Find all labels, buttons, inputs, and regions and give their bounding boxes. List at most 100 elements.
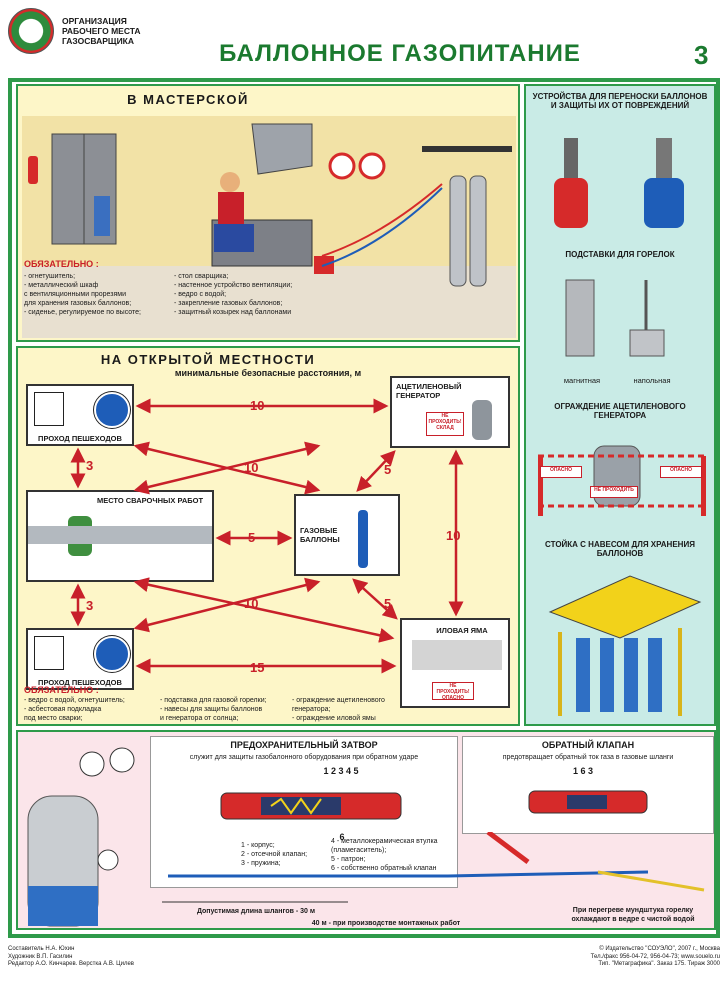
workshop-requirements: ОБЯЗАТЕЛЬНО : - огнетушитель; - металлич…	[24, 260, 522, 338]
requirement-item: - настенное устройство вентиляции;	[174, 282, 293, 289]
no-smoking-sign-icon	[358, 152, 386, 180]
footer-publisher: © Издательство "СОУЭЛО", 2007 г., Москва…	[520, 946, 720, 969]
stands-title: ПОДСТАВКИ ДЛЯ ГОРЕЛОК	[565, 250, 675, 259]
sludge-pit-box: ИЛОВАЯ ЯМА НЕ ПРОХОДИТЬ! ОПАСНО	[400, 618, 510, 708]
requirement-item: - закрепление газовых баллонов;	[174, 300, 283, 307]
hoses-and-torch-illustration	[162, 832, 705, 903]
legend-item: 4 - металлокерамическая втулка	[331, 838, 438, 845]
gauge-icon	[79, 751, 105, 777]
footer-credits: Составитель Н.А. Юхин Художник В.П. Гаси…	[8, 946, 308, 969]
fence-title: ОГРАЖДЕНИЕ АЦЕТИЛЕНОВОГО ГЕНЕРАТОРА	[554, 402, 686, 420]
footer-line: Художник В.П. Гасилин	[8, 953, 73, 960]
distance-label: 10	[446, 528, 461, 543]
requirements-heading: ОБЯЗАТЕЛЬНО :	[24, 259, 99, 269]
requirement-item: - огнетушитель;	[24, 273, 76, 280]
welding-place-box: МЕСТО СВАРОЧНЫХ РАБОТ	[26, 490, 214, 582]
torch-icon	[597, 870, 705, 892]
fence-sign: ОПАСНО	[540, 466, 582, 478]
poster-frame	[8, 78, 720, 938]
safety-valve-diagram	[220, 792, 402, 820]
distance-label: 5	[384, 462, 392, 477]
footer-line: Тел./факс 956-04-72, 956-04-73; www.soue…	[590, 953, 720, 960]
distance-label: 10	[250, 398, 265, 413]
pedestrian-box-top: ПРОХОД ПЕШЕХОДОВ	[26, 384, 134, 446]
bottom-panel: ПРЕДОХРАНИТЕЛЬНЫЙ ЗАТВОР служит для защи…	[16, 730, 716, 930]
cylinder-icon	[358, 510, 368, 568]
requirement-item: под место сварки;	[24, 715, 83, 722]
distance-label: 3	[86, 458, 94, 473]
gas-cylinders-caption: ГАЗОВЫЕ БАЛЛОНЫ	[300, 526, 340, 544]
distance-label: 15	[250, 660, 265, 675]
pit-warning-sign: НЕ ПРОХОДИТЬ! ОПАСНО	[432, 682, 474, 701]
legend-item: 6 - собственно обратный клапан	[331, 865, 437, 872]
page-title: БАЛЛОННОЕ ГАЗОПИТАНИЕ	[219, 40, 581, 67]
check-valve-box: ОБРАТНЫЙ КЛАПАН предотвращает обратный т…	[462, 736, 714, 834]
requirement-item: - ведро с водой, огнетушитель;	[24, 697, 125, 704]
legend-item: (пламегаситель);	[331, 847, 387, 854]
org-line: РАБОЧЕГО МЕСТА	[62, 26, 141, 36]
rack-title: СТОЙКА С НАВЕСОМ ДЛЯ ХРАНЕНИЯ БАЛЛОНОВ	[545, 540, 695, 558]
overheat-note: При перегреве мундштука горелку охлаждаю…	[571, 907, 695, 923]
workshop-panel: В МАСТЕРСКОЙ ОБЯЗАТЕЛЬНО : - огнетуш	[16, 84, 520, 342]
requirement-item: для хранения газовых баллонов;	[24, 300, 132, 307]
distance-label: 5	[248, 530, 256, 545]
footer-line: © Издательство "СОУЭЛО", 2007 г., Москва	[599, 946, 720, 952]
requirement-item: - подставка для газовой горелки;	[160, 697, 267, 704]
cylinders-regulators-illustration	[27, 747, 135, 927]
requirement-item: генератора;	[292, 706, 331, 713]
legend-item: 2 - отсечной клапан;	[241, 851, 308, 858]
requirement-item: с вентиляционными прорезями	[24, 291, 127, 298]
safety-logo-icon	[8, 8, 54, 54]
open-area-panel: НА ОТКРЫТОЙ МЕСТНОСТИ минимальные безопа…	[16, 346, 520, 726]
distance-label: 10	[244, 460, 259, 475]
check-valve-subtitle: предотвращает обратный ток газа в газовы…	[502, 754, 674, 761]
acetylene-generator-caption: АЦЕТИЛЕНОВЫЙ ГЕНЕРАТОР	[396, 382, 462, 400]
distance-label: 10	[244, 596, 259, 611]
legend-item: 3 - пружина;	[241, 860, 281, 867]
fence-sign: НЕ ПРОХОДИТЬ	[590, 486, 638, 498]
acetylene-generator-box: АЦЕТИЛЕНОВЫЙ ГЕНЕРАТОР НЕ ПРОХОДИТЬ! СКЛ…	[390, 376, 510, 448]
page-number: 3	[694, 40, 709, 70]
floor-stand-label: напольная	[633, 376, 671, 385]
gauge-icon	[109, 747, 135, 773]
requirements-heading: ОБЯЗАТЕЛЬНО :	[24, 685, 99, 695]
pedestrian-sign-icon	[94, 392, 130, 428]
requirement-item: - ограждение ацетиленового	[292, 697, 385, 704]
requirement-item: и генератора от солнца;	[160, 715, 239, 722]
extinguisher-icon	[28, 156, 38, 184]
legend-item: 5 - патрон;	[331, 856, 366, 863]
footer-line: Тип. "Метаграфика". Заказ 175. Тираж 300…	[598, 961, 720, 967]
hose-length-30: Допустимая длина шлангов - 30 м	[196, 908, 316, 915]
torch-stands-illustration	[565, 279, 665, 357]
cylinder-caps-illustration	[554, 138, 684, 228]
requirement-item: - сиденье, регулируемое по высоте;	[24, 309, 141, 316]
open-area-subtitle: минимальные безопасные расстояния, м	[174, 368, 362, 378]
legend-item: 1 - корпус;	[241, 842, 275, 849]
distance-label: 3	[86, 598, 94, 613]
requirement-item: - асбестовая подкладка	[24, 706, 102, 713]
devices-title: УСТРОЙСТВА ДЛЯ ПЕРЕНОСКИ БАЛЛОНОВ И ЗАЩИ…	[532, 92, 708, 110]
footer-line: Редактор А.О. Кинчарев. Верстка А.В. Цил…	[8, 961, 134, 967]
distance-arrows	[70, 398, 464, 674]
check-valve-diagram	[528, 790, 648, 814]
gas-cylinders-box: ГАЗОВЫЕ БАЛЛОНЫ	[294, 494, 400, 576]
requirement-item: - защитный козырек над баллонами	[174, 309, 292, 316]
safety-valve-subtitle: служит для защиты газобалонного оборудов…	[189, 754, 419, 761]
sludge-pit-caption: ИЛОВАЯ ЯМА	[436, 626, 488, 635]
pedestrian-caption: ПРОХОД ПЕШЕХОДОВ	[38, 678, 122, 687]
safety-valve-title: ПРЕДОХРАНИТЕЛЬНЫЙ ЗАТВОР	[230, 740, 378, 750]
pedestrian-caption: ПРОХОД ПЕШЕХОДОВ	[38, 434, 122, 443]
gauge-icon	[97, 849, 119, 871]
pedestrian-icon	[34, 636, 64, 670]
right-panel: УСТРОЙСТВА ДЛЯ ПЕРЕНОСКИ БАЛЛОНОВ И ЗАЩИ…	[524, 84, 716, 726]
workshop-illustration	[22, 116, 516, 338]
requirement-item: - ведро с водой;	[174, 291, 227, 298]
workshop-title: В МАСТЕРСКОЙ	[127, 92, 249, 107]
pedestrian-box-bottom: ПРОХОД ПЕШЕХОДОВ	[26, 628, 134, 690]
requirement-item: - навесы для защиты баллонов	[160, 706, 263, 713]
check-valve-part-numbers: 1 6 3	[572, 766, 594, 776]
magnetic-stand-label: магнитная	[563, 376, 601, 385]
safety-valve-box: ПРЕДОХРАНИТЕЛЬНЫЙ ЗАТВОР служит для защи…	[150, 736, 458, 888]
valve-legend-right: 4 - металлокерамическая втулка (пламегас…	[331, 837, 455, 873]
org-caption: ОРГАНИЗАЦИЯ РАБОЧЕГО МЕСТА ГАЗОСВАРЩИКА	[62, 16, 152, 46]
